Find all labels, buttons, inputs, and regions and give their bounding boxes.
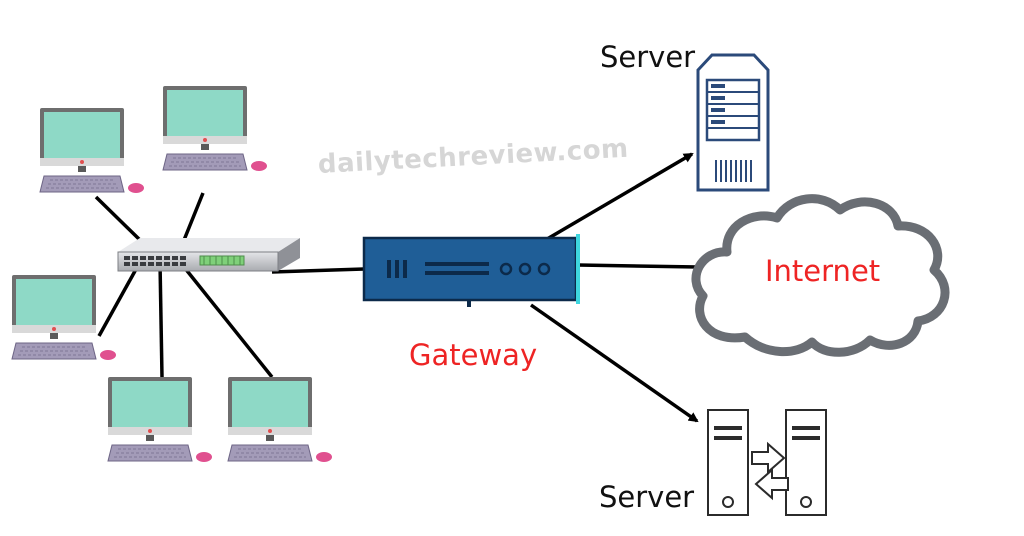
computers (11, 85, 333, 463)
server-bottom-icon (707, 409, 827, 516)
switch-ports (124, 256, 186, 266)
arrow-gateway-server-top (541, 152, 694, 244)
computer-4 (107, 376, 213, 463)
computer-2 (162, 85, 268, 172)
link-pc5-switch (178, 260, 274, 379)
network-switch (117, 238, 300, 272)
link-pc4-switch (158, 261, 164, 378)
computer-3 (11, 274, 117, 361)
network-links (94, 152, 699, 423)
arrow-gateway-server-bottom (529, 303, 699, 423)
server-top-label: Server (600, 40, 696, 74)
link-gateway-internet (577, 263, 699, 269)
link-switch-gateway (271, 267, 365, 274)
link-pc3-switch (97, 261, 142, 337)
internet-label: Internet (765, 254, 881, 288)
server-top-icon (696, 53, 770, 192)
internet-cloud (691, 194, 950, 357)
gateway-device (362, 234, 580, 307)
gateway-label: Gateway (409, 338, 538, 372)
link-pc1-switch (94, 195, 142, 242)
server-bottom-label: Server (599, 480, 695, 514)
computer-1 (39, 107, 145, 194)
computer-5 (227, 376, 333, 463)
